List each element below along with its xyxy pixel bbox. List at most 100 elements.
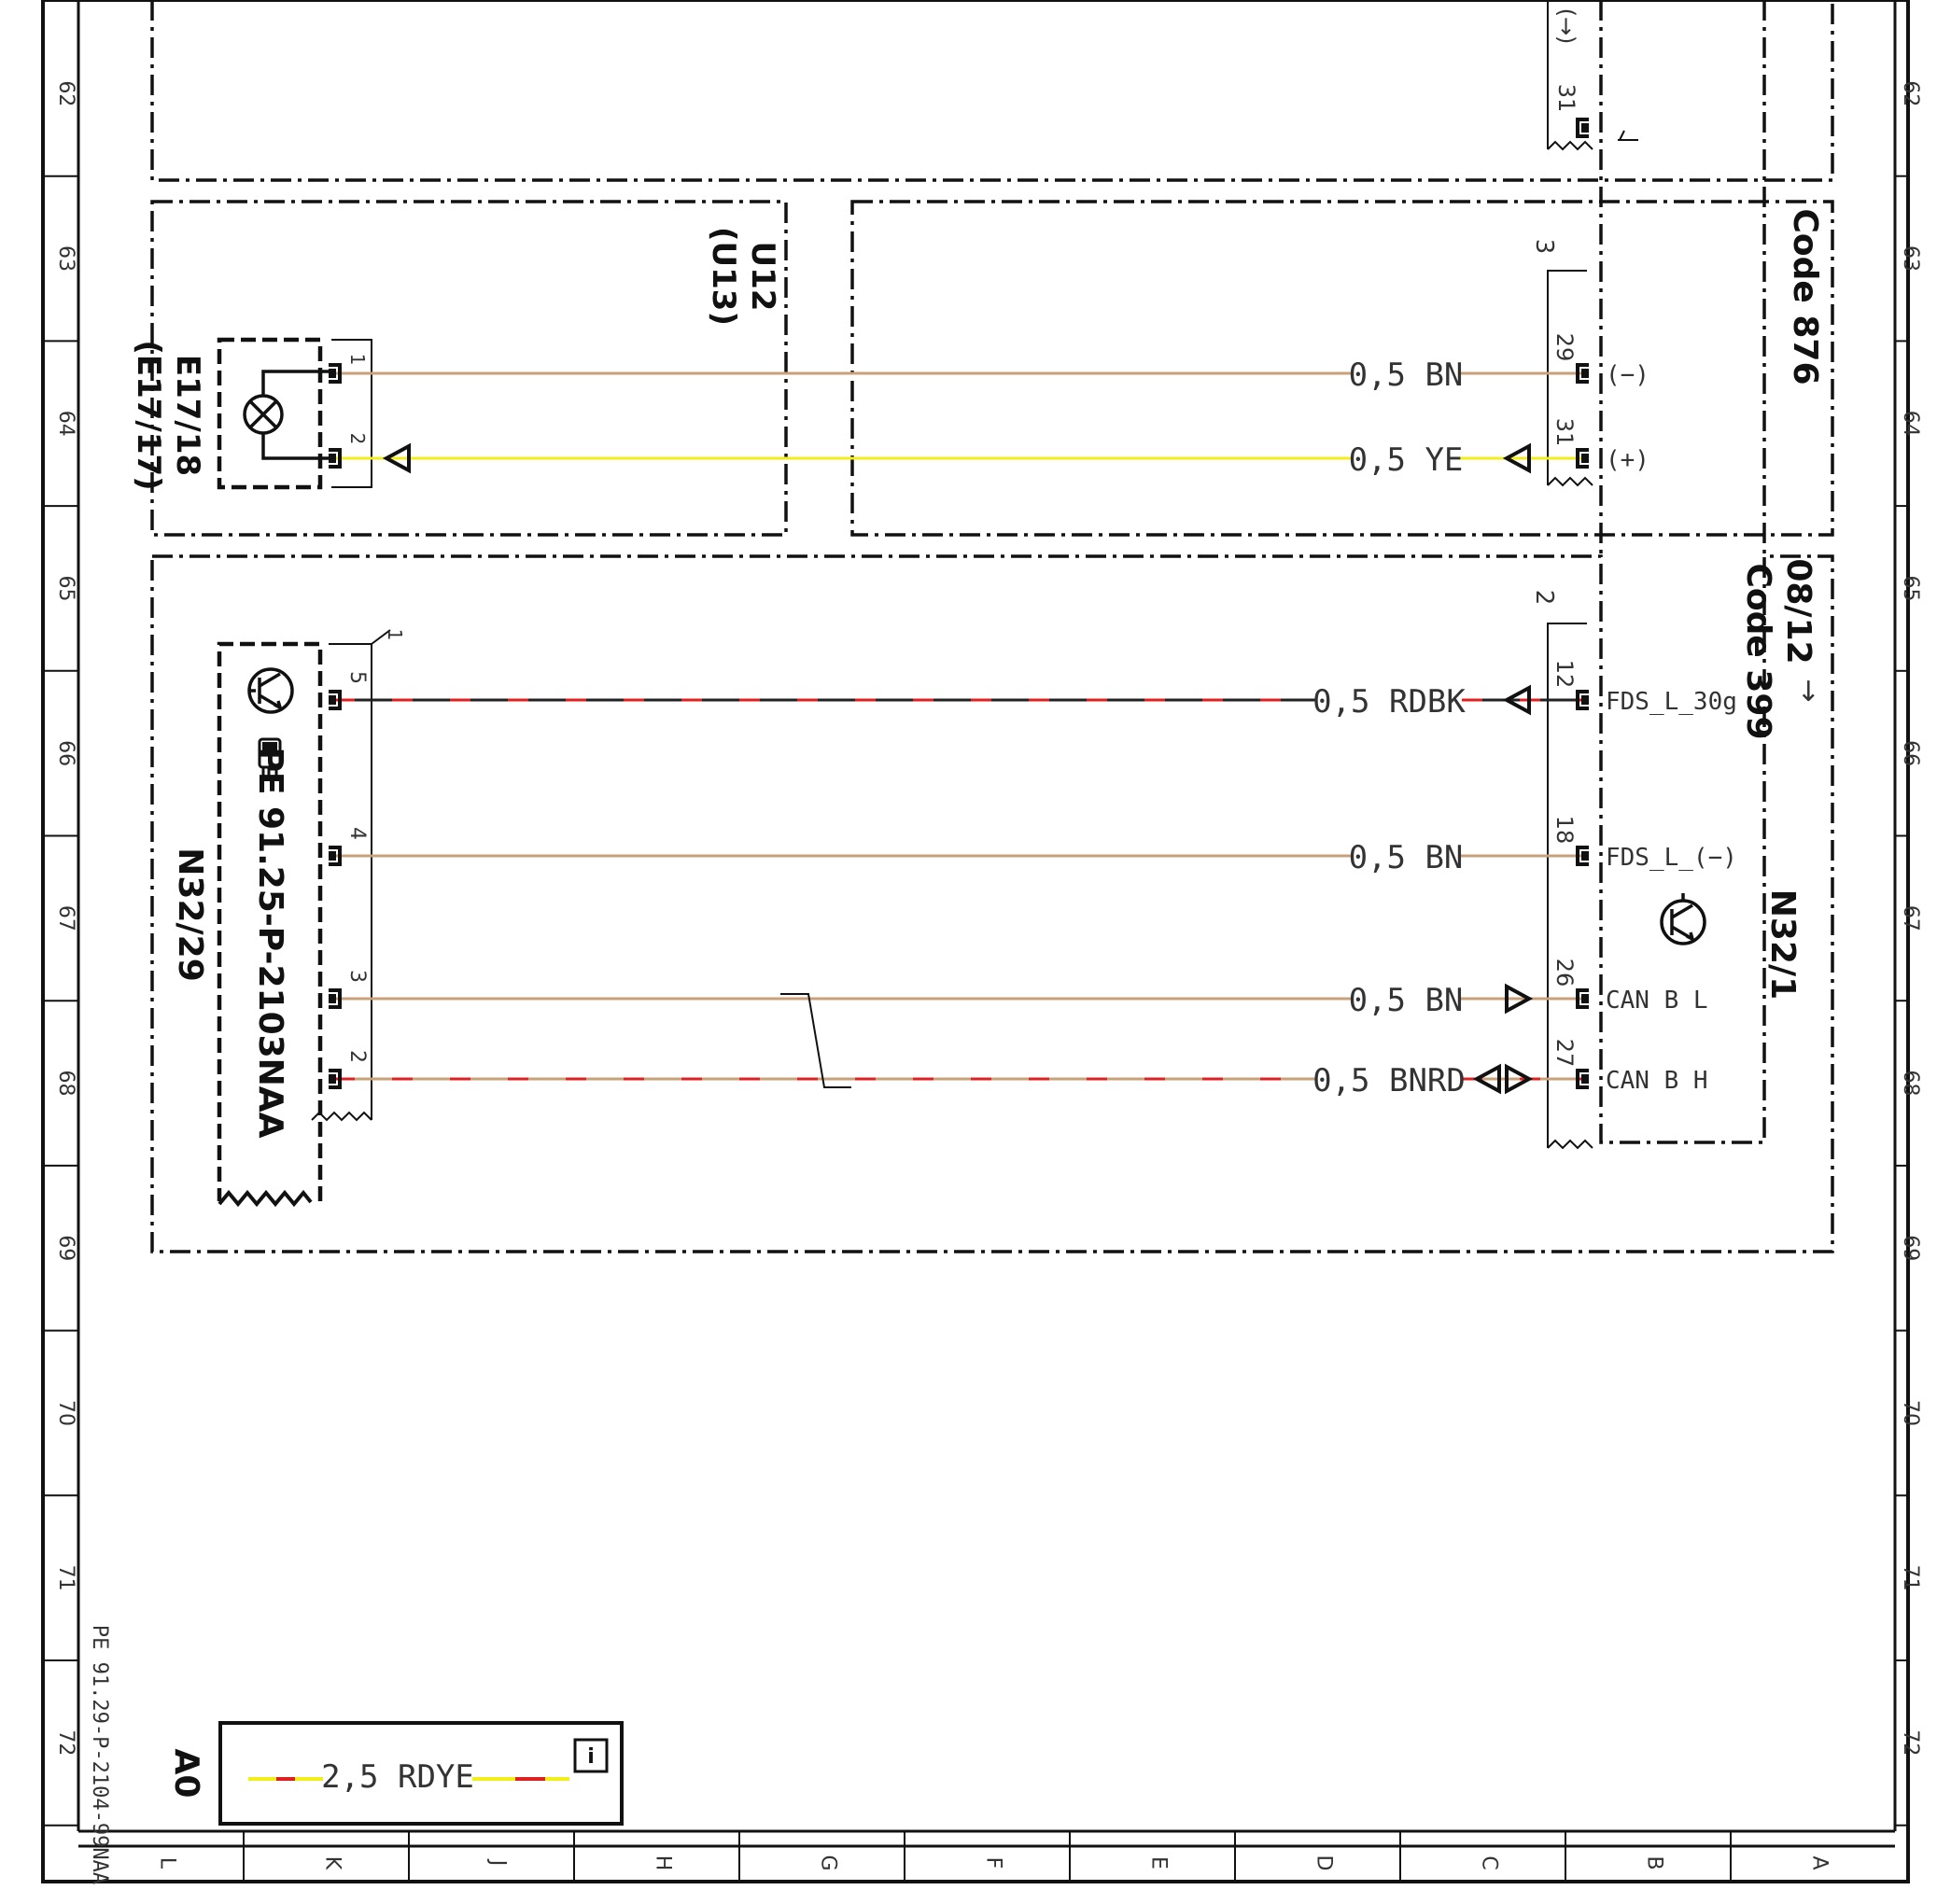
module-pin-number: 27 bbox=[1551, 1039, 1578, 1068]
row-label-66-left: 66 bbox=[54, 740, 77, 766]
module-terminal-pin bbox=[1581, 369, 1589, 378]
sensor-connector-pointer bbox=[371, 629, 391, 645]
row-label-62-left: 62 bbox=[54, 80, 77, 106]
module-terminal-pin bbox=[1581, 994, 1589, 1003]
dashdot-boxes bbox=[150, 0, 1834, 1253]
top-stub-terminal bbox=[1576, 118, 1589, 138]
box-lamp-area bbox=[150, 200, 788, 537]
module-terminal bbox=[1576, 846, 1589, 866]
wire-label: 0,5 BN bbox=[1349, 357, 1464, 394]
row-label-67-right: 67 bbox=[1899, 905, 1922, 931]
code-876-label: Code 876 bbox=[1786, 208, 1824, 385]
row-label-66-right: 66 bbox=[1899, 740, 1922, 766]
info-icon[interactable]: i bbox=[573, 1738, 609, 1773]
module-terminal-pin bbox=[1581, 1074, 1589, 1084]
row-label-70-right: 70 bbox=[1899, 1400, 1922, 1426]
module-signal-name: FDS_L_30g bbox=[1606, 688, 1737, 716]
column-grid-ticks bbox=[243, 1831, 1732, 1882]
code-399-label: Code 399 bbox=[1739, 563, 1777, 739]
lamp-pin-2: 2 bbox=[346, 433, 369, 445]
module-pin-number: 26 bbox=[1551, 959, 1578, 987]
ye-module-arrow bbox=[1502, 442, 1531, 474]
module-terminal bbox=[1576, 448, 1589, 469]
lamp-alt-id: (E17/17) bbox=[130, 340, 167, 490]
module-terminal bbox=[1576, 1069, 1589, 1089]
row-label-65-left: 65 bbox=[54, 575, 77, 601]
column-label-G: G bbox=[817, 1855, 840, 1870]
component-terminal-pin bbox=[329, 1074, 336, 1084]
column-label-L: L bbox=[156, 1857, 179, 1869]
row-label-69-right: 69 bbox=[1899, 1235, 1922, 1261]
sensor-id: N32/29 bbox=[171, 847, 209, 981]
sensor-break-mark bbox=[218, 1189, 313, 1208]
top-stub-terminal-pin bbox=[1581, 123, 1589, 133]
row-label-68-right: 68 bbox=[1899, 1071, 1922, 1097]
lamp-id: E17/18 bbox=[169, 355, 206, 476]
component-terminal-pin bbox=[329, 994, 336, 1003]
info-power-wire-label: 2,5 RDYE bbox=[321, 1758, 474, 1796]
row-label-62-right: 62 bbox=[1899, 80, 1922, 106]
dashed-component-boxes bbox=[217, 337, 323, 1201]
column-label-E: E bbox=[1147, 1856, 1171, 1869]
wire-label: 0,5 BN bbox=[1349, 839, 1464, 876]
row-label-67-left: 67 bbox=[54, 905, 77, 931]
component-terminal bbox=[329, 988, 342, 1009]
module-signal-name: (+) bbox=[1606, 446, 1649, 474]
module-connector-2-label: 2 bbox=[1530, 590, 1558, 606]
module-signal-name: CAN B L bbox=[1606, 987, 1708, 1015]
document-id: PE 91.29-P-2104-99NAA bbox=[88, 1625, 111, 1884]
sensor-pin-number: 2 bbox=[345, 1050, 369, 1063]
seat-module-id: N32/1 bbox=[1763, 889, 1802, 1000]
wire-label: 0,5 BNRD bbox=[1312, 1062, 1466, 1099]
top-stub-symbol: (→) bbox=[1553, 8, 1579, 45]
module-signal-name: FDS_L_(−) bbox=[1606, 844, 1737, 872]
module-signal-name: CAN B H bbox=[1606, 1067, 1708, 1095]
canl-module-arrow bbox=[1505, 983, 1534, 1015]
row-label-63-left: 63 bbox=[54, 245, 77, 272]
wire-label: 0,5 RDBK bbox=[1312, 683, 1466, 721]
column-label-K: K bbox=[321, 1856, 344, 1870]
wire-direction-arrows bbox=[382, 442, 1534, 1095]
top-stub-pin: 31 bbox=[1553, 84, 1579, 113]
lamp-pin2-arrow bbox=[382, 442, 411, 474]
column-label-C: C bbox=[1478, 1855, 1501, 1869]
module-connector-3-label: 3 bbox=[1530, 239, 1558, 255]
connector-outlines bbox=[311, 0, 1638, 1150]
wire-label: 0,5 BN bbox=[1349, 982, 1464, 1019]
module-terminal bbox=[1576, 363, 1589, 384]
lamp-area-alt-id: (U13) bbox=[705, 227, 742, 326]
lamp-box bbox=[217, 337, 323, 490]
row-label-72-left: 72 bbox=[54, 1729, 77, 1756]
upper-stub-ground bbox=[1618, 130, 1638, 141]
box-code-876 bbox=[850, 200, 1834, 537]
row-label-68-left: 68 bbox=[54, 1071, 77, 1097]
lamp-area-id: U12 bbox=[744, 242, 781, 312]
twisted-pair-marker bbox=[780, 993, 851, 1088]
sensor-box bbox=[217, 641, 323, 1201]
upper-module-connector bbox=[1547, 0, 1593, 151]
component-terminal bbox=[329, 448, 342, 469]
row-label-70-left: 70 bbox=[54, 1400, 77, 1426]
hand-pointer-icon bbox=[258, 737, 282, 778]
component-terminal-pin bbox=[329, 454, 336, 463]
module-terminal-pin bbox=[1581, 695, 1589, 705]
component-terminal-pin bbox=[329, 851, 336, 861]
wire-label: 0,5 YE bbox=[1349, 441, 1464, 479]
component-terminal bbox=[329, 1069, 342, 1089]
sensor-pin-number: 5 bbox=[345, 671, 369, 684]
component-terminal bbox=[329, 363, 342, 384]
sensor-reference: PE 91.25-P-2103NAA bbox=[251, 747, 289, 1138]
terminals bbox=[329, 118, 1589, 1089]
column-label-D: D bbox=[1312, 1855, 1336, 1871]
component-labels: U12 (U13) E17/18 (E17/17) Code 876 08/12… bbox=[88, 8, 1825, 1885]
box-code-399 bbox=[150, 554, 1834, 1253]
component-terminal bbox=[329, 690, 342, 710]
canh-module-double-arrow bbox=[1472, 1063, 1534, 1095]
date-code-label: 08/12 bbox=[1779, 558, 1818, 664]
sheet-frame bbox=[41, 0, 1910, 1883]
row-label-69-left: 69 bbox=[54, 1235, 77, 1261]
rdbk-module-arrow bbox=[1502, 684, 1531, 716]
